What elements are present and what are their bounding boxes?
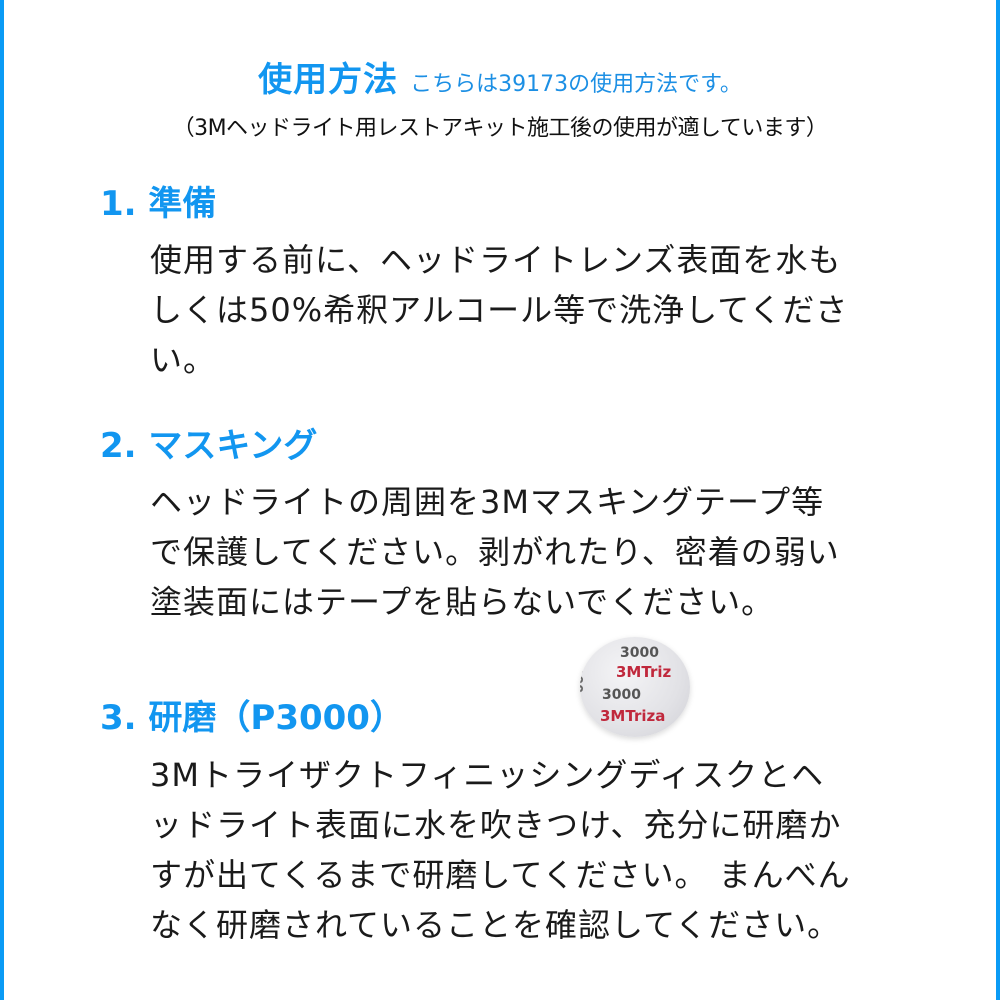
section-heading-polish: 3. 研磨（P3000） — [100, 698, 404, 738]
section-body-masking: ヘッドライトの周囲を3Mマスキングテープ等 で保護してください。剥がれたり、密着… — [150, 477, 895, 627]
body-line: ッドライト表面に水を吹きつけ、充分に研磨か — [150, 806, 842, 844]
page-title-row: 使用方法こちらは39173の使用方法です。 — [0, 52, 1000, 101]
page-subtitle: （3Mヘッドライト用レストアキット施工後の使用が適しています） — [172, 116, 828, 141]
body-line: すが出てくるまで研磨してください。 まんべん — [150, 856, 851, 894]
disc-side-text: 3000 — [580, 657, 584, 694]
disc-grit-label: 3000 — [602, 687, 641, 703]
body-line: 使用する前に、ヘッドライトレンズ表面を水も — [150, 241, 842, 279]
section-body-polish: 3Mトライザクトフィニッシングディスクとヘ ッドライト表面に水を吹きつけ、充分に… — [150, 750, 895, 950]
right-edge-stripe — [996, 0, 1000, 1000]
disc-brand-label: 3MTriza — [600, 707, 666, 725]
section-body-prep: 使用する前に、ヘッドライトレンズ表面を水も しくは50%希釈アルコール等で洗浄し… — [150, 235, 895, 385]
body-line: ヘッドライトの周囲を3Mマスキングテープ等 — [150, 483, 825, 521]
body-line: なく研磨されていることを確認してください。 — [150, 906, 841, 944]
disc-grit-label: 3000 — [620, 645, 659, 661]
page-title: 使用方法 — [258, 60, 399, 100]
left-edge-stripe — [0, 0, 4, 1000]
trizact-disc-image: 3000 3000 3MTriz 3000 3MTriza — [580, 637, 690, 737]
body-line: 3Mトライザクトフィニッシングディスクとヘ — [150, 756, 825, 794]
body-line: 塗装面にはテープを貼らないでください。 — [150, 583, 775, 621]
body-line: しくは50%希釈アルコール等で洗浄してくださ — [150, 291, 849, 329]
body-line: で保護してください。剥がれたり、密着の弱い — [150, 533, 840, 571]
body-line: い。 — [150, 341, 217, 379]
page-title-sub: こちらは39173の使用方法です。 — [410, 72, 742, 97]
disc-brand-label: 3MTriz — [616, 663, 672, 681]
section-heading-masking: 2. マスキング — [100, 426, 318, 466]
section-heading-prep: 1. 準備 — [100, 184, 217, 224]
